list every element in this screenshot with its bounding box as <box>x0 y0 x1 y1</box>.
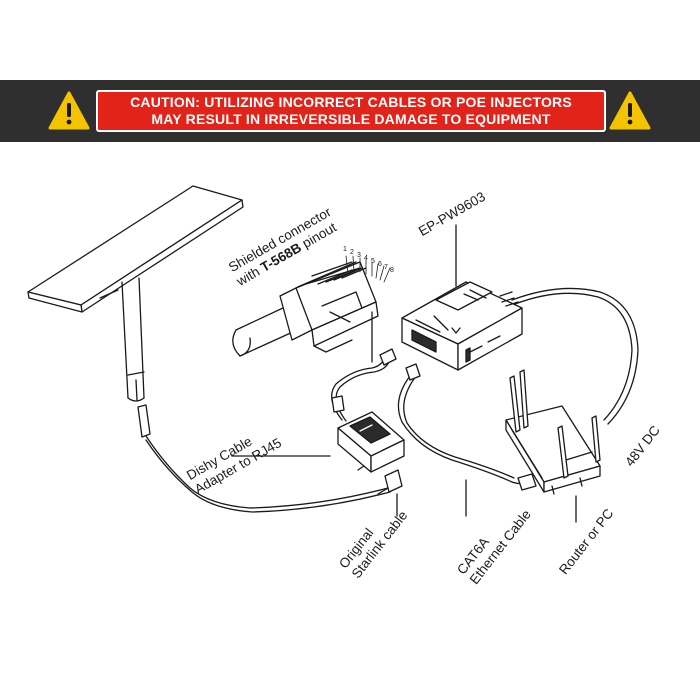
starlink-dish <box>27 185 244 438</box>
pin-number: 6 <box>378 261 382 268</box>
caution-line-2: MAY RESULT IN IRREVERSIBLE DAMAGE TO EQU… <box>151 111 551 127</box>
pin-number: 4 <box>364 255 368 262</box>
warning-triangle-icon <box>48 91 90 131</box>
pin-number: 5 <box>371 258 375 265</box>
pin-number: 7 <box>384 264 388 271</box>
caution-message-box: CAUTION: UTILIZING INCORRECT CABLES OR P… <box>96 90 606 132</box>
pin-number: 8 <box>390 267 394 274</box>
dishy-adapter <box>337 411 405 493</box>
poe-injector <box>401 281 523 371</box>
caution-banner: CAUTION: UTILIZING INCORRECT CABLES OR P… <box>0 80 700 142</box>
pin-number: 1 <box>343 246 347 253</box>
pin-number: 2 <box>350 249 354 256</box>
starlink-cable <box>145 435 389 509</box>
pin-number: 3 <box>357 252 361 259</box>
caution-line-1: CAUTION: UTILIZING INCORRECT CABLES OR P… <box>130 94 572 110</box>
cat6a-cable <box>397 375 531 485</box>
warning-triangle-icon <box>609 91 651 131</box>
router <box>505 369 601 495</box>
power-wire <box>511 287 639 425</box>
